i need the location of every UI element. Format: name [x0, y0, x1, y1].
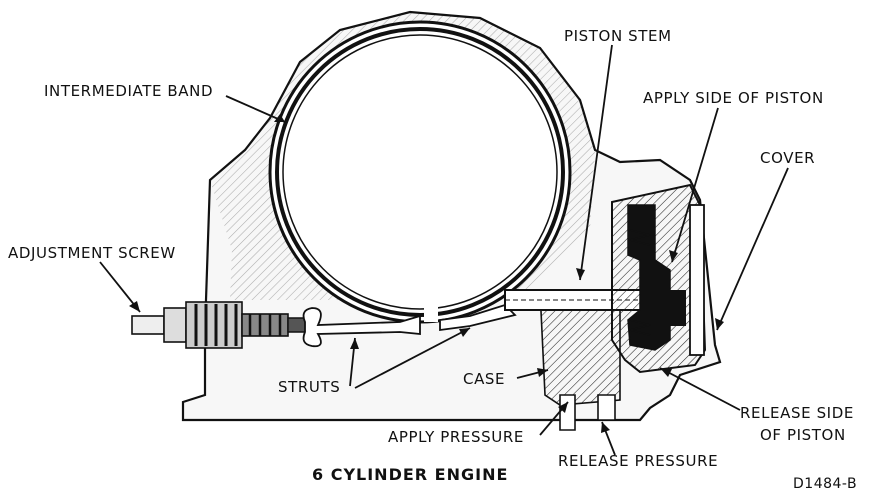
caption: 6 CYLINDER ENGINE — [312, 465, 508, 484]
label-release-side-line1: RELEASE SIDE — [740, 404, 854, 422]
label-struts: STRUTS — [278, 378, 340, 396]
intermediate-band-drum — [268, 20, 572, 324]
label-release-pressure: RELEASE PRESSURE — [558, 452, 718, 470]
leader-lines — [99, 44, 789, 456]
label-adjustment-screw: ADJUSTMENT SCREW — [8, 244, 176, 262]
figure-reference: D1484-B — [793, 476, 857, 492]
label-cover: COVER — [760, 149, 815, 167]
adjustment-screw — [131, 301, 311, 349]
label-piston-stem: PISTON STEM — [564, 27, 672, 45]
label-case: CASE — [463, 370, 505, 388]
label-intermediate-band: INTERMEDIATE BAND — [44, 82, 213, 100]
struts — [302, 303, 517, 348]
label-apply-pressure: APPLY PRESSURE — [388, 428, 524, 446]
label-release-side-line2: OF PISTON — [760, 426, 846, 444]
label-apply-side-of-piston: APPLY SIDE OF PISTON — [643, 89, 824, 107]
